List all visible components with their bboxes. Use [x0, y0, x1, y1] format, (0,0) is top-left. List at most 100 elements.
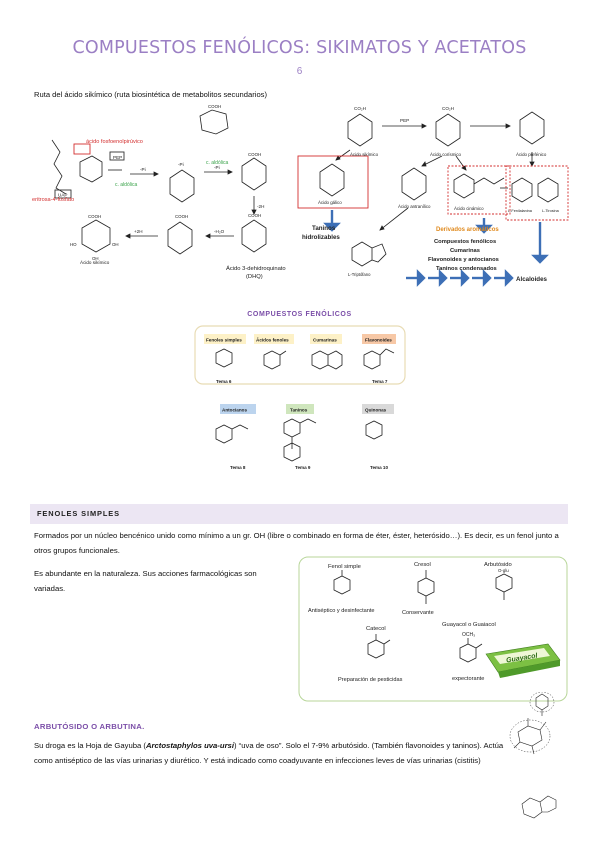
aldol-label-1: c. aldólica [115, 182, 137, 188]
gallic-label: Ácido gálico [318, 200, 342, 205]
shikimic-top-ring [347, 113, 373, 147]
quinone-structure [365, 420, 383, 440]
shikimic-top-label: Ácido sikímico [350, 152, 379, 157]
chorismic-label: Ácido corísmico [430, 152, 462, 157]
topic-6: Tema 6 [216, 379, 232, 384]
deriv-item-1: Compuestos fenólicos [434, 239, 496, 245]
dhs-ring [241, 219, 267, 253]
simple-phenols-examples: Fenol simple Antiséptico y desinfectante… [298, 556, 568, 702]
cresol-structure [417, 570, 435, 604]
phenylalanine-ring [511, 177, 533, 203]
chip-antocianos [220, 404, 256, 414]
chip-flavonoides [362, 334, 396, 344]
arbutina-text-pre: Su droga es la Hoja de Gayuba ( [34, 741, 146, 750]
cinnamic-acid-box [447, 165, 511, 215]
page-number: 6 [296, 66, 303, 77]
chip-taninos [286, 404, 314, 414]
label-cumarinas: Cumarinas [313, 338, 337, 343]
chorismic-ring [435, 113, 461, 147]
co2h-label-2: CO₂H [442, 106, 454, 111]
arbutoside-label: Arbutósido [484, 562, 512, 568]
deriv-item-3: Flavonoides y antocianos [428, 257, 499, 263]
anthranilic-ring [401, 167, 427, 201]
gallic-acid-box [297, 155, 369, 209]
chip-quinonas [362, 404, 394, 414]
cooh-label-1: COOH [88, 214, 101, 219]
pep-mini-box-2 [109, 151, 125, 161]
dhq-label: Ácido 3-dehidroquinato [226, 265, 286, 272]
minus-2h: -2H [257, 204, 264, 209]
pep-top-label: PEP [400, 118, 409, 123]
tannin-structure [283, 418, 317, 462]
label-flavonoides: Flavonoides [365, 338, 392, 343]
dhq-abbr: (DHQ) [246, 274, 263, 280]
chip-acidos-fenoles [254, 334, 294, 344]
minus-pi-3: -Pi [178, 162, 184, 167]
topic-9: Tema 9 [295, 465, 311, 470]
tryptophan-label: L-Triptófano [348, 272, 371, 277]
cinnamic-label: Ácido cinámico [454, 206, 484, 211]
anthranilic-label: Ácido antranílico [398, 204, 431, 209]
taninos-h-label-2: hidrolizables [302, 234, 340, 241]
intermediate-ring-1 [79, 155, 103, 183]
taninos-h-label-1: Taninos [312, 225, 336, 232]
phenolic-classes-diagram: Fenoles simples Ácidos fenoles Cumarinas… [194, 325, 406, 470]
cooh-label-5: COOH [208, 104, 221, 109]
shikimate-pathway-diagram: ácido fosfoenolpirúvico eritrosa-4-fosfa… [32, 104, 569, 287]
label-acidos-fenoles: Ácidos fenoles [256, 337, 289, 343]
anthocyanin-structure [215, 424, 249, 444]
ho-label-1: HO [70, 242, 77, 247]
tyrosine-ring [537, 177, 559, 203]
coumarin-structure [311, 350, 343, 370]
minus-h2o: -H₂O [214, 229, 225, 234]
arbutin-structure [509, 692, 557, 819]
cooh-label-2: COOH [175, 214, 188, 219]
pep-mini-box [73, 143, 91, 155]
label-fenoles-simples: Fenoles simples [206, 338, 242, 343]
uap-label: UAP [58, 193, 67, 198]
cooh-label-4: COOH [248, 213, 261, 218]
phenol-structure [215, 348, 233, 368]
fenol-simple-use: Antiséptico y desinfectante [308, 608, 375, 614]
topic-10: Tema 10 [370, 465, 388, 470]
label-quinonas: Quinonas [365, 408, 387, 413]
chip-fenoles-simples [204, 334, 246, 344]
intermediate-ring-3 [167, 221, 193, 255]
uap-box [54, 189, 72, 199]
catecol-label: Catecol [366, 626, 386, 632]
sugar-ring [199, 109, 229, 135]
label-antocianos: Antocianos [222, 408, 247, 413]
oh-label-1: OH [112, 242, 119, 247]
tyrosine-label: L-Tirosina [542, 209, 560, 213]
section-heading: FENOLES SIMPLES [37, 509, 120, 518]
cinnamic-ring [453, 173, 475, 199]
aldol-label-2: c. aldólica [206, 160, 228, 166]
arbutoside-structure [495, 573, 513, 600]
oglu-label: O-glu [498, 568, 509, 573]
guaiacol-structure [459, 638, 483, 663]
prephenic-ring [519, 111, 545, 145]
intermediate-ring-2 [169, 169, 195, 203]
simple-phenols-definition: Formados por un núcleo bencénico unido c… [34, 531, 559, 555]
topic-7: Tema 7 [372, 379, 388, 384]
pep-box-label: PEP [113, 155, 122, 160]
dhq-ring [241, 157, 267, 191]
shikimic-acid-ring [81, 219, 111, 253]
examples-frame [298, 556, 568, 702]
arbutina-text-post: ) “uva de oso”. Solo el 7-9% arbutósido.… [34, 741, 504, 765]
label-taninos: Taninos [290, 408, 308, 413]
amino-acids-box [505, 165, 569, 221]
cooh-label-3: COOH [248, 152, 261, 157]
topic-8: Tema 8 [230, 465, 246, 470]
simple-phenols-frame [194, 325, 406, 385]
phenol-simple-structure [333, 570, 351, 595]
guayacol-product-image: Guayacol [485, 643, 561, 678]
section-heading-bar: FENOLES SIMPLES [30, 504, 568, 524]
pathway-heading: Ruta del ácido sikímico (ruta biosintéti… [34, 90, 267, 99]
phenolic-box-title: COMPUESTOS FENÓLICOS [247, 311, 352, 318]
alcaloides-label: Alcaloides [516, 276, 548, 283]
fenol-simple-label: Fenol simple [328, 564, 361, 570]
phenylalanine-label: L-Fenilalanina [508, 209, 533, 213]
pep-label: ácido fosfoenolpirúvico [86, 139, 143, 145]
shikimic-label: Ácido sikímico [80, 259, 110, 265]
